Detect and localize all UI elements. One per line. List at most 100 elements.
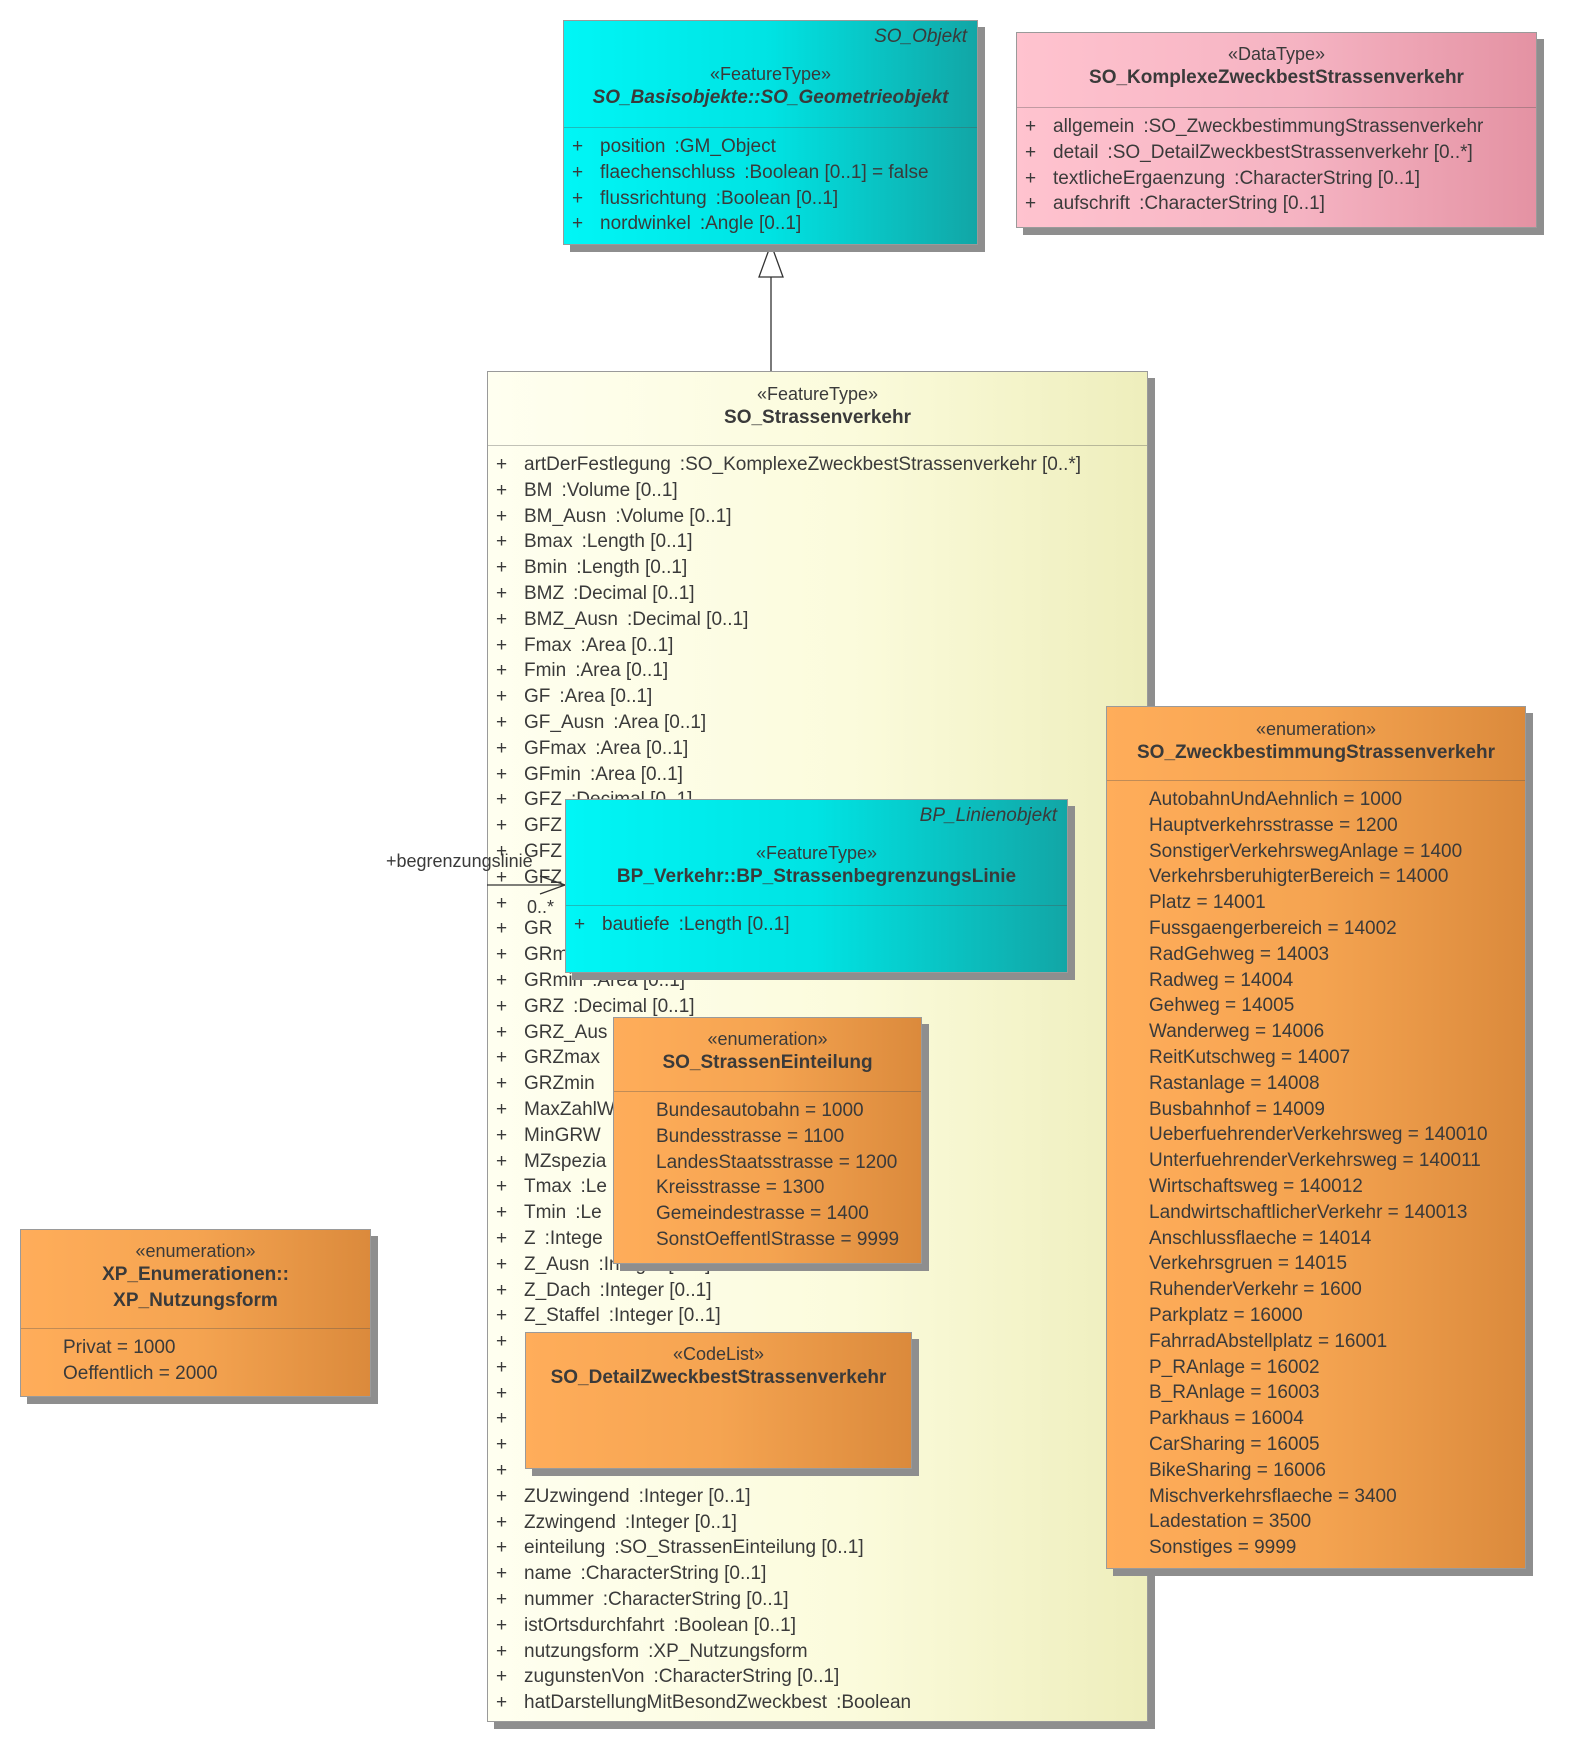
attribute-name: position — [600, 136, 666, 157]
enum-literal: Privat = 1000 — [63, 1337, 176, 1358]
enum-literal: Radweg = 14004 — [1149, 969, 1294, 991]
attribute-name: textlicheErgaenzung — [1053, 167, 1226, 189]
attribute-type: :Area [0..1] — [592, 969, 686, 991]
association-multiplicity-label: 0..* — [527, 897, 555, 917]
attribute-row: +BMZ_Ausn:Decimal [0..1] — [488, 607, 1147, 633]
attribute-type: :Decimal [0..1] — [626, 608, 749, 630]
attribute-name: MaxZahlW — [524, 1098, 615, 1120]
visibility-marker: + — [496, 531, 508, 553]
attribute-row: +Tmax:Le — [488, 1174, 1147, 1200]
attribute-row: +hatDarstellungMitBesondZweckbest:Boolea… — [488, 1690, 1147, 1716]
attribute-name: hatDarstellungMitBesondZweckbest — [524, 1692, 828, 1714]
attribute-row: + Fmax :Area [0..1] — [488, 633, 1147, 659]
association-role-label: +begrenzungslinie — [386, 851, 533, 871]
visibility-marker: + — [496, 1305, 508, 1327]
attribute-name: ZUzwingend — [524, 1485, 630, 1507]
attribute-row: +istOrtsdurchfahrt:Boolean [0..1] — [488, 1613, 1147, 1639]
attribute-type: :Area [0..1] — [575, 660, 669, 682]
attribute-row: +GRZmax — [488, 1045, 1147, 1071]
attribute-name: GRZ — [524, 995, 565, 1017]
attribute-row: +BM_Ausn:Volume [0..1] — [488, 504, 1147, 530]
attribute-list: +position:GM_Object+flaechenschluss:Bool… — [564, 127, 977, 237]
enum-literal: Gehweg = 14005 — [1149, 995, 1295, 1017]
visibility-marker: + — [496, 454, 508, 475]
enum-so-strasseneinteilung[interactable]: «enumeration» SO_StrassenEinteilung Bund… — [613, 1017, 922, 1264]
attribute-list: +allgemein:SO_ZweckbestimmungStrassenver… — [1017, 107, 1536, 217]
codelist-so-detail-zweckbest-strassenverkehr[interactable]: «CodeList» SO_DetailZweckbestStrassenver… — [525, 1332, 912, 1469]
attribute-type: :Boolean [0..1] — [673, 1614, 796, 1636]
visibility-marker: + — [496, 1176, 508, 1198]
visibility-marker: + — [496, 1098, 508, 1120]
visibility-marker: + — [496, 1202, 508, 1224]
attribute-type: :GM_Object — [674, 136, 776, 157]
attribute-type: :SO_StrassenEinteilung [0..1] — [614, 1537, 864, 1559]
visibility-marker: + — [496, 1227, 508, 1249]
enum-literal: Fussgaengerbereich = 14002 — [1149, 917, 1397, 939]
attribute-name: detail — [1053, 141, 1099, 163]
enum-literal: Parkplatz = 16000 — [1149, 1304, 1303, 1326]
attribute-name: flaechenschluss — [600, 161, 736, 183]
attribute-name: GF — [524, 686, 551, 708]
class-so-geometrieobjekt[interactable]: SO_Objekt «FeatureType» SO_Basisobjekte:… — [563, 20, 978, 245]
stereotype-label: «FeatureType» — [709, 64, 832, 84]
class-so-strassenverkehr[interactable]: «FeatureType» SO_Strassenverkehr +artDer… — [487, 371, 1148, 1722]
attribute-name: Fmax — [524, 634, 572, 656]
enum-literal: Ladestation = 3500 — [1149, 1511, 1312, 1533]
attribute-type: :CharacterString [0..1] — [1234, 167, 1421, 189]
visibility-marker: + — [496, 1382, 508, 1404]
attribute-name: MinGRW — [524, 1124, 601, 1146]
attribute-name: artDerFestlegung — [524, 454, 671, 475]
attribute-type: :Length [0..1] — [576, 557, 688, 579]
visibility-marker: + — [496, 1021, 508, 1043]
attribute-name: istOrtsdurchfahrt — [524, 1614, 665, 1636]
attribute-type: :Area [0..1] — [580, 634, 674, 656]
visibility-marker: + — [496, 1640, 508, 1662]
visibility-marker: + — [496, 1666, 508, 1688]
enum-so-zweckbestimmung-strassenverkehr[interactable]: «enumeration» SO_ZweckbestimmungStrassen… — [1106, 706, 1526, 1569]
stereotype-label: «FeatureType» — [755, 843, 878, 863]
stereotype-label: «DataType» — [1227, 44, 1326, 64]
enum-literal: SonstigerVerkehrswegAnlage = 1400 — [1149, 840, 1463, 862]
visibility-marker: + — [496, 711, 508, 733]
enum-name: SO_StrassenEinteilung — [662, 1052, 873, 1073]
attribute-row: +flaechenschluss:Boolean [0..1] = false — [564, 160, 977, 186]
visibility-marker: + — [496, 1047, 508, 1069]
attribute-type: :Area [0..1] — [595, 737, 689, 759]
visibility-marker: + — [496, 1563, 508, 1585]
enum-literal: BikeSharing = 16006 — [1149, 1459, 1326, 1481]
enum-xp-nutzungsform[interactable]: «enumeration» XP_Enumerationen:: XP_Nutz… — [20, 1229, 371, 1397]
attribute-name: GRmin — [524, 969, 584, 991]
attribute-row: +nutzungsform:XP_Nutzungsform — [488, 1639, 1147, 1665]
visibility-marker: + — [496, 634, 508, 656]
attribute-row: +detail:SO_DetailZweckbestStrassenverkeh… — [1017, 140, 1536, 166]
enum-literal: ReitKutschweg = 14007 — [1149, 1046, 1351, 1068]
class-so-komplexe-zweckbest-strassenverkehr[interactable]: «DataType» SO_KomplexeZweckbestStrassenv… — [1016, 32, 1537, 228]
attribute-row: +allgemein:SO_ZweckbestimmungStrassenver… — [1017, 114, 1536, 140]
enum-literal: Platz = 14001 — [1149, 892, 1266, 914]
visibility-marker: + — [572, 161, 584, 183]
attribute-name: GF_Ausn — [524, 711, 605, 733]
attribute-row: +aufschrift:CharacterString [0..1] — [1017, 191, 1536, 217]
attribute-name: GFZ — [524, 815, 562, 837]
visibility-marker: + — [572, 187, 584, 209]
class-bp-strassenbegrenzungslinie[interactable]: BP_Linienobjekt «FeatureType» BP_Verkehr… — [565, 799, 1068, 973]
attribute-row: +Z:Intege — [488, 1226, 1147, 1252]
visibility-marker: + — [1025, 116, 1037, 137]
attribute-row: +GFZ — [488, 813, 1147, 839]
attribute-row: +GFmax:Area [0..1] — [488, 736, 1147, 762]
attribute-type: :XP_Nutzungsform — [648, 1640, 808, 1662]
attribute-row: +BM:Volume [0..1] — [488, 478, 1147, 504]
attribute-row: +MinGRW — [488, 1123, 1147, 1149]
attribute-row: + — [488, 1458, 1147, 1484]
enum-literal: UeberfuehrenderVerkehrsweg = 140010 — [1149, 1124, 1488, 1146]
attribute-row: +GRZ_Aus — [488, 1020, 1147, 1046]
attribute-name: allgemein — [1053, 116, 1135, 137]
visibility-marker: + — [496, 505, 508, 527]
attribute-type: :Volume [0..1] — [561, 479, 678, 501]
stereotype-label: «FeatureType» — [756, 384, 879, 404]
class-name: SO_Basisobjekte::SO_Geometrieobjekt — [592, 87, 949, 108]
attribute-name: bautiefe — [602, 914, 670, 935]
attribute-name: Bmax — [524, 531, 573, 553]
